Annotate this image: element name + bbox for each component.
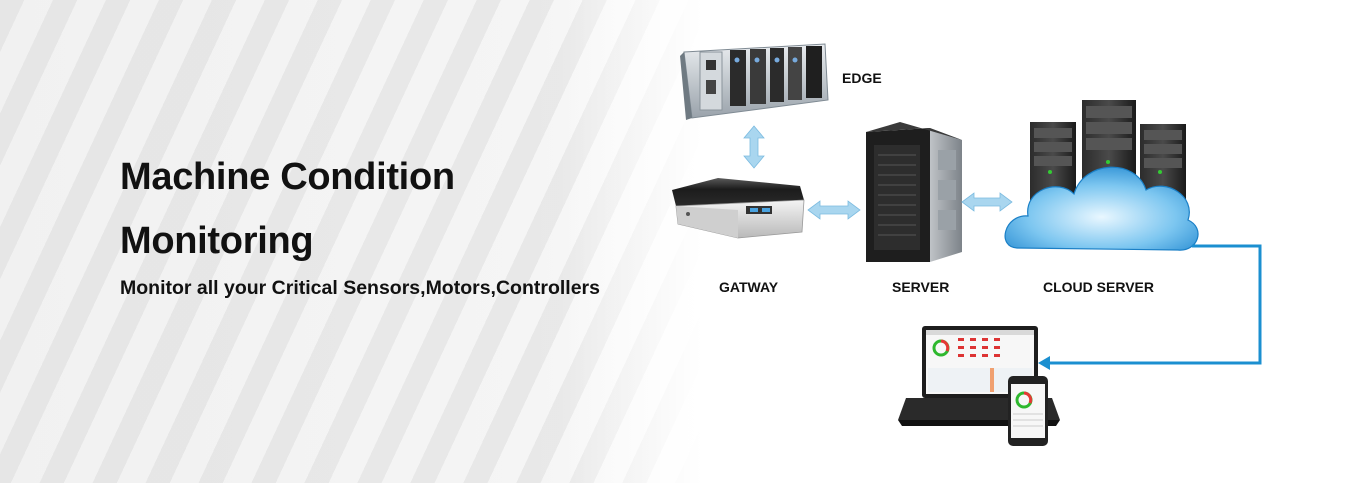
cloud-icon <box>1004 166 1199 251</box>
subtitle: Monitor all your Critical Sensors,Motors… <box>120 277 600 299</box>
server-cloud-arrow <box>961 192 1013 212</box>
gateway-server-arrow <box>807 200 861 220</box>
cloud-server-label: CLOUD SERVER <box>1043 279 1154 295</box>
gateway-device-icon <box>672 178 805 239</box>
edge-label: EDGE <box>842 70 882 86</box>
headline-line-1: Machine Condition <box>120 156 455 198</box>
gateway-label: GATWAY <box>719 279 779 295</box>
server-tower-icon <box>866 122 962 262</box>
server-label: SERVER <box>892 279 950 295</box>
phone-dashboard-icon <box>1008 376 1048 446</box>
edge-controller-icon <box>680 43 829 120</box>
edge-gateway-arrow <box>743 125 765 169</box>
cloud-devices-connector <box>1038 244 1262 370</box>
headline-line-2: Monitoring <box>120 220 314 262</box>
